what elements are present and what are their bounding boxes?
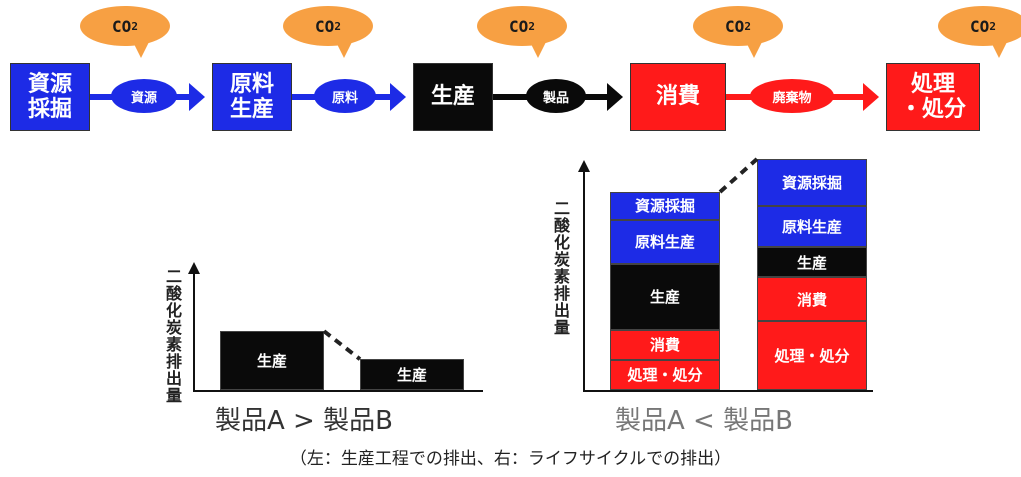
y-axis-label: 二酸化炭素排出量 [551,200,570,336]
connector-label-oval: 資源 [111,79,177,113]
connector-arrowhead [607,83,623,111]
bar-segment: 消費 [610,329,720,360]
connector-label-oval: 廃棄物 [750,79,834,113]
bar-segment: 生産 [360,359,464,390]
stage-label: 処理 ・処分 [899,71,966,122]
comparison-label: 製品A < 製品B [615,406,793,436]
x-axis [193,390,483,392]
bar-segment: 原料生産 [757,205,867,247]
y-axis [193,272,195,390]
y-axis-arrow [578,160,590,172]
dashed-line [322,329,362,361]
y-axis-arrow [188,262,200,274]
figure-caption: （左：生産工程での排出、右：ライフサイクルでの排出） [289,449,732,469]
stage-4: 消費 [630,63,726,131]
bar-segment: 生産 [757,247,867,278]
stage-3: 生産 [413,63,493,131]
bar-segment: 処理・処分 [610,359,720,390]
bar-segment: 生産 [610,263,720,330]
connector-arrowhead [189,83,205,111]
stage-1: 資源 採掘 [10,63,90,131]
bar-segment: 処理・処分 [757,321,867,390]
connector-arrowhead [863,83,879,111]
stage-5: 処理 ・処分 [886,63,980,131]
connector-arrowhead [390,83,406,111]
stage-2: 原料 生産 [212,63,292,131]
bar-segment: 資源採掘 [757,159,867,206]
y-axis-label: 二酸化炭素排出量 [163,268,182,404]
stage-label: 資源 採掘 [27,71,72,122]
stage-label: 原料 生産 [229,71,274,122]
stage-label: 生産 [430,84,475,110]
connector-label-oval: 原料 [314,79,376,113]
stage-label: 消費 [655,84,700,110]
y-axis [583,170,585,390]
connector-label-oval: 製品 [526,79,586,113]
bar-segment: 原料生産 [610,219,720,264]
bar-segment: 生産 [220,331,324,390]
comparison-label: 製品A > 製品B [215,406,393,436]
dashed-line [718,157,759,194]
bar-segment: 資源採掘 [610,192,720,220]
x-axis [583,390,873,392]
bar-segment: 消費 [757,277,867,322]
